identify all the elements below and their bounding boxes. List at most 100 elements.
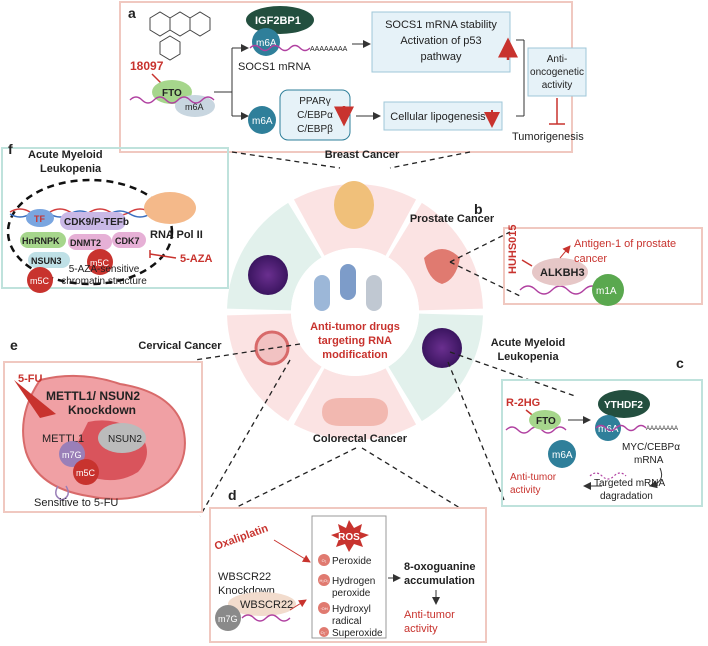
panel-e-caption: Sensitive to 5-FU [34,497,118,509]
panel-b-letter: b [474,201,483,217]
ros-icon-text-3: O₂⁻ [321,630,328,635]
m7g-label-e: m7G [62,450,82,460]
hnrnpk-label: HnRNPK [22,236,60,246]
prostate-icon [424,249,460,284]
m5c-label-1: m5C [90,258,110,268]
cdk9-label: CDK9/P-TEFb [64,217,129,228]
leukemia-cell-icon-left [248,255,288,295]
panel-f-letter: f [8,141,13,157]
socs1-box-line2: Activation of p53 [400,35,481,47]
panel-c-deg-1: Targeted mRNA [594,478,665,489]
m6a-circle-c2 [595,415,621,441]
nsun3-protein [28,252,70,268]
fto-label-c: FTO [536,416,556,427]
panel-a-letter: a [128,5,136,21]
panel-d-accum-1: 8-oxoguanine [404,561,476,573]
drug-r2hg: R-2HG [506,397,540,409]
ros-item-icon [319,627,329,637]
panel-f-caption-1: 5-AZA-sensitive [69,264,140,275]
m7g-circle-d [215,605,241,631]
m6a-faded: m6A [185,102,204,112]
m7g-circle-e [59,441,85,467]
rna-pol-ii-label: RNA Pol II [150,229,203,241]
igf2bp1-protein [246,6,314,34]
drug-5fu: 5-FU [18,373,43,385]
colon-icon [322,398,388,426]
m7g-label-d: m7G [218,614,238,624]
cdk7-protein [112,232,146,248]
panel-c-anti-2: activity [510,485,541,496]
ythdf2-protein [598,390,650,418]
label-cervical-cancer: Cervical Cancer [138,340,222,352]
wbscr22-protein [228,592,296,616]
tf-cebpa: C/EBPα [297,110,333,121]
drug-oxaliplatin: Oxaliplatin [213,522,270,553]
m5c-label-e: m5C [76,468,96,478]
lipogenesis-label: Cellular lipogenesis [390,111,486,123]
m5c-circle-2 [27,267,53,293]
poly-a-tail-c: AAAAAAAA [646,426,678,432]
connector-lines [194,151,576,517]
mrna-line-1: MYC/CEBPα [622,442,680,453]
drug-18097: 18097 [130,59,164,73]
panel-b: b HUHS015 ALKBH3 m1A Antigen-1 of prosta… [474,201,703,306]
panel-e-title-2: Knockdown [68,403,136,417]
anti-line1: Anti- [547,54,568,65]
center-title-3: modification [322,349,388,361]
trna-icon [55,485,69,501]
tf-label: TF [34,214,45,224]
cdk9-protein [60,212,126,230]
m5c-circle-1 [87,249,113,275]
panel-b-effect-1: Antigen-1 of prostate [574,238,676,250]
panel-c-anti-1: Anti-tumor [510,472,557,483]
nsun2-protein [98,423,146,453]
ros-icon-text-0: O₂ [322,558,327,563]
m1a-label: m1A [596,286,617,297]
panel-c-deg-2: dagradation [600,491,653,502]
panel-e: e 5-FU METTL1/ NSUN2 Knockdown NSUN2 MET… [3,337,203,513]
center-wheel: Anti-tumor drugs targeting RNA modificat… [138,149,565,445]
m5c-label-2: m5C [30,276,50,286]
nsun3-label: NSUN3 [31,256,62,266]
ros-oh-2: radical [332,616,361,627]
rna-strand [129,96,215,104]
panel-f-title-1: Acute Myeloid [28,149,103,161]
panel-e-letter: e [10,337,18,353]
panel-d-anti-2: activity [404,623,438,635]
tf-cebpb: C/EBPβ [297,124,333,135]
socs1-box-line3: pathway [421,51,462,63]
anti-oncogenetic-box [527,47,587,97]
anti-line2: oncogenetic [530,67,584,78]
m6a-label-c: m6A [552,450,573,461]
socs1-box-line1: SOCS1 mRNA stability [385,19,497,31]
chromatin-ellipse [6,178,174,286]
mrna-line-2: mRNA [634,455,664,466]
panel-d-accum-2: accumulation [404,575,475,587]
dnmt2-protein [68,234,112,250]
drug-arrow-icon [14,380,56,418]
center-title-2: targeting RNA [318,335,392,347]
ros-oh-1: Hydroxyl [332,604,371,615]
panel-d-anti-1: Anti-tumor [404,609,455,621]
hnrnpk-protein [20,232,66,248]
ros-icon-text-2: ·OH [320,606,327,611]
nsun2-label: NSUN2 [108,434,142,445]
ros-burst-icon [331,520,369,552]
ros-superoxide: Superoxide [332,628,383,639]
panel-e-title-1: METTL1/ NSUN2 [46,389,140,403]
socs1-mrna-label: SOCS1 mRNA [238,61,311,73]
panel-f-title-2: Leukopenia [40,163,102,175]
breast-icon [334,181,374,229]
tf-pparg: PPARγ [299,96,331,107]
capsules-icon [314,264,382,311]
drug-5aza: 5-AZA [180,253,212,265]
leukemia-cell-icon-right [422,328,462,368]
label-colorectal-cancer: Colorectal Cancer [313,433,408,445]
ros-list: O₂ Peroxide H₂O₂ Hydrogen peroxide ·OH H… [318,554,383,639]
fto-label: FTO [162,88,182,99]
wbscr22-label: WBSCR22 [240,599,293,611]
molecule-icon [149,11,211,61]
m1a-circle [592,274,624,306]
m6a-circle-c [548,440,576,468]
